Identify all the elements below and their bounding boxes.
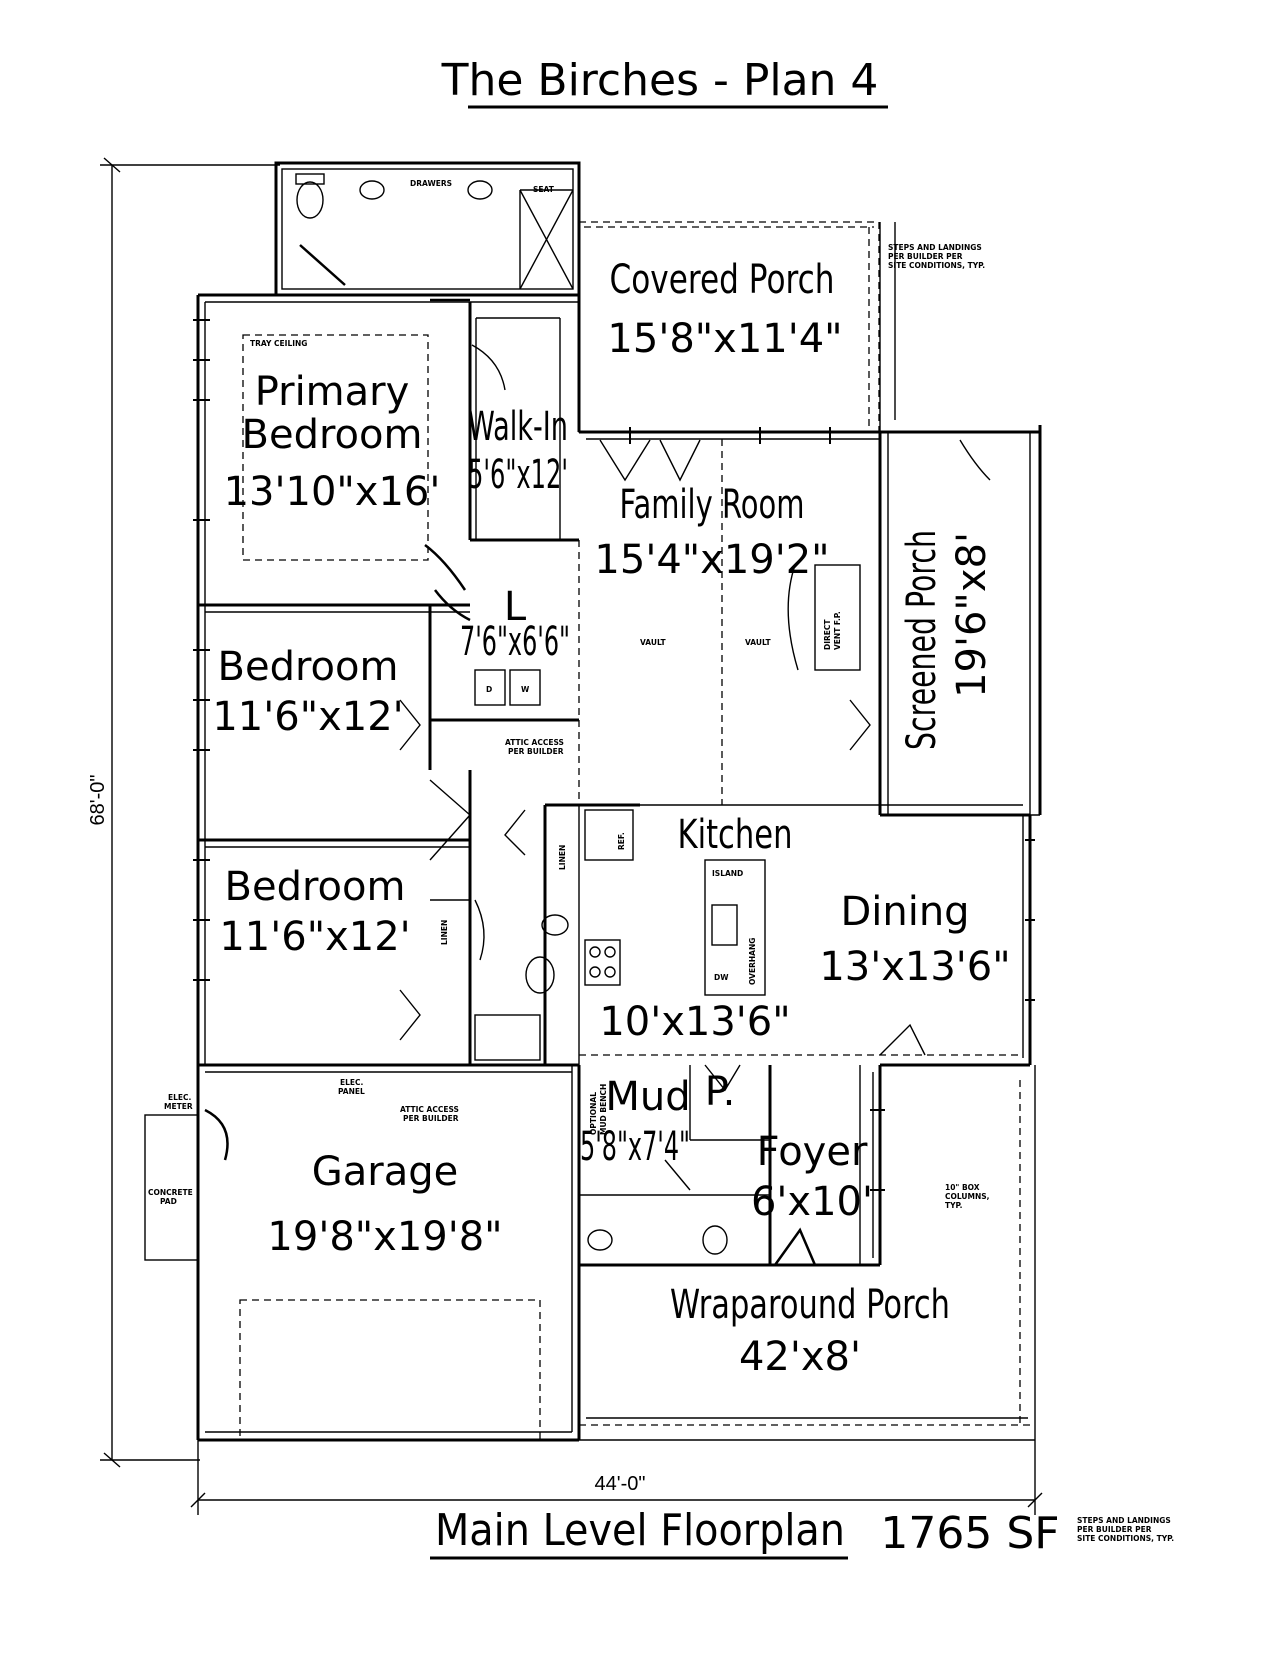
attic-access-2-line-1: ATTIC ACCESS (400, 1105, 459, 1114)
kitchen-size: 10'x13'6" (599, 999, 790, 1045)
elec-meter-note-1: ELEC. (168, 1093, 192, 1102)
drawers-note: DRAWERS (410, 179, 452, 188)
steps-note-top-1: STEPS AND LANDINGS (888, 243, 982, 252)
bedroom-2-name: Bedroom (225, 864, 406, 910)
concrete-pad-note-1: CONCRETE (148, 1188, 193, 1197)
fixtures (144, 173, 861, 1261)
laundry-size: 7'6"x6'6" (460, 619, 570, 665)
bedroom-1-size: 11'6"x12' (212, 694, 403, 740)
elec-meter-note-2: METER (164, 1102, 193, 1111)
seat-note: SEAT (533, 185, 555, 194)
primary-bedroom-name-2: Bedroom (242, 412, 423, 458)
optional-bench-note-2: MUD BENCH (599, 1084, 608, 1135)
footer-area: 1765 SF (880, 1508, 1059, 1559)
fireplace-note-1: DIRECT (823, 619, 832, 650)
garage-size: 19'8"x19'8" (267, 1214, 502, 1260)
foyer-name: Foyer (757, 1129, 868, 1175)
dining-name: Dining (840, 889, 969, 935)
width-dimension-label: 44'-0" (595, 1473, 646, 1495)
bedroom-1-name: Bedroom (218, 644, 399, 690)
primary-bedroom-name-1: Primary (255, 369, 410, 415)
kitchen-name: Kitchen (678, 812, 793, 858)
ceiling-lines (239, 334, 1023, 1441)
covered-porch-name: Covered Porch (610, 257, 835, 303)
box-columns-note-1: 10" BOX (945, 1183, 980, 1192)
tray-ceiling-note: TRAY CEILING (250, 339, 307, 348)
pantry-name: P. (705, 1069, 736, 1115)
steps-note-bottom-2: PER BUILDER PER (1077, 1525, 1152, 1534)
box-columns-note-2: COLUMNS, (945, 1192, 990, 1201)
depth-dimension-label: 68'-0" (87, 775, 109, 826)
width-dimension-line (190, 1440, 1043, 1515)
mud-name: Mud (605, 1074, 690, 1120)
steps-note-bottom-3: SITE CONDITIONS, TYP. (1077, 1534, 1174, 1543)
bedroom-2-size: 11'6"x12' (219, 914, 410, 960)
vault-1-note: VAULT (640, 638, 666, 647)
steps-note-top-2: PER BUILDER PER (888, 252, 963, 261)
vault-2-note: VAULT (745, 638, 771, 647)
wraparound-porch-outline (578, 1065, 1036, 1441)
screened-porch-size: 19'6"x8' (949, 532, 995, 698)
depth-dimension-line (100, 157, 280, 1468)
attic-access-1-line-1: ATTIC ACCESS (505, 738, 564, 747)
steps-note-top-3: SITE CONDITIONS, TYP. (888, 261, 985, 270)
optional-bench-note-1: OPTIONAL (589, 1092, 598, 1135)
foyer-size: 6'x10' (751, 1179, 873, 1225)
dryer-note: W (521, 685, 530, 694)
garage-name: Garage (312, 1149, 458, 1195)
linen-1-note: LINEN (558, 845, 567, 870)
interior-walls (198, 302, 1023, 1265)
linen-2-note: LINEN (440, 920, 449, 945)
covered-porch-size: 15'8"x11'4" (607, 316, 842, 362)
windows (193, 319, 1035, 1191)
covered-porch-outline (578, 221, 896, 433)
wraparound-porch-size: 42'x8' (739, 1334, 861, 1380)
family-room-name: Family Room (620, 482, 805, 528)
family-room-size: 15'4"x19'2" (594, 537, 829, 583)
attic-access-2-line-2: PER BUILDER (403, 1114, 459, 1123)
elec-panel-note-2: PANEL (338, 1087, 365, 1096)
dining-size: 13'x13'6" (819, 944, 1010, 990)
walk-in-size: 5'6"x12' (468, 452, 568, 498)
island-note: ISLAND (712, 869, 743, 878)
doors (204, 244, 991, 1266)
concrete-pad-note-2: PAD (160, 1197, 177, 1206)
plan-title: The Birches - Plan 4 (441, 55, 879, 106)
washer-note: D (486, 685, 492, 694)
dw-note: DW (714, 973, 729, 982)
steps-note-bottom-1: STEPS AND LANDINGS (1077, 1516, 1171, 1525)
mud-size: 5'8"x7'4" (580, 1124, 690, 1170)
walk-in-name: Walk-In (468, 404, 568, 450)
overhang-note: OVERHANG (748, 938, 757, 985)
screened-porch-walls (878, 425, 1042, 816)
wraparound-porch-name: Wraparound Porch (670, 1282, 950, 1328)
elec-panel-note-1: ELEC. (340, 1078, 364, 1087)
footer-label: Main Level Floorplan (435, 1505, 845, 1556)
ref-note: REF. (617, 832, 626, 850)
fireplace-note-2: VENT F.P. (833, 611, 842, 650)
primary-bedroom-size: 13'10"x16' (224, 469, 441, 515)
notes: STEPS AND LANDINGS PER BUILDER PER SITE … (148, 179, 1174, 1543)
box-columns-note-3: TYP. (945, 1201, 963, 1210)
laundry-name: L (504, 584, 527, 630)
screened-porch-name: Screened Porch (899, 530, 945, 750)
attic-access-1-line-2: PER BUILDER (508, 747, 564, 756)
